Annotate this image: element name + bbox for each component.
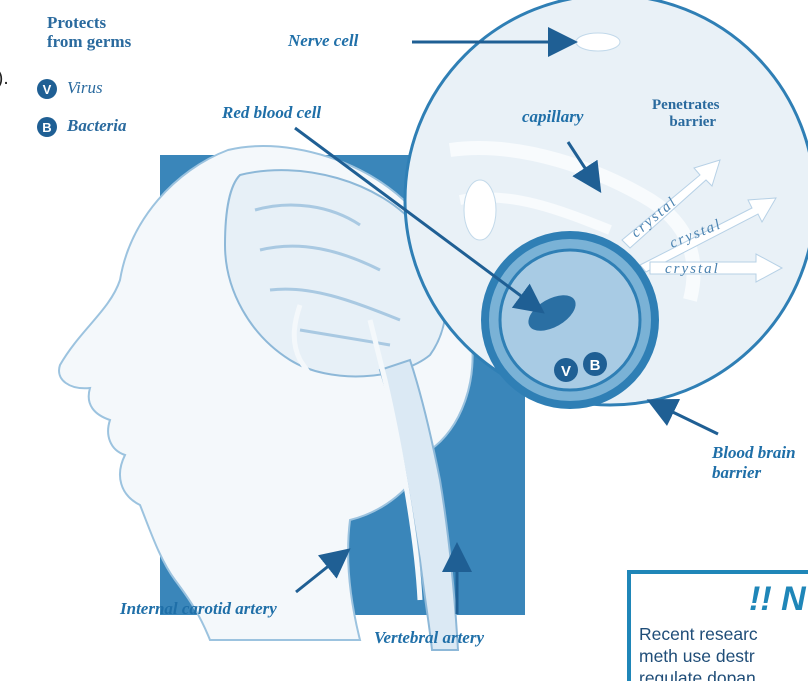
bacteria-badge-diagram: B (583, 352, 607, 376)
virus-icon: V (37, 79, 57, 99)
blood-brain-barrier-label-line1: Blood brain (712, 443, 796, 463)
capillary-label: capillary (522, 107, 583, 127)
bacteria-label: Bacteria (67, 116, 127, 136)
internal-carotid-label: Internal carotid artery (120, 599, 277, 619)
penetrates-line1: Penetrates (652, 97, 719, 113)
note-box: !! N Recent researc meth use destr regul… (627, 570, 808, 681)
nerve-cell-shape (576, 33, 620, 51)
svg-text:B: B (590, 357, 601, 374)
legend-heading-line2: from germs (47, 32, 131, 51)
svg-text:V: V (561, 363, 571, 380)
note-body: Recent researc meth use destr regulate d… (639, 623, 758, 681)
penetrates-barrier-label: Penetrates barrier (652, 97, 719, 131)
cropped-text-fragment: ). (0, 68, 9, 90)
svg-text:B: B (42, 120, 51, 135)
nerve-cell-label: Nerve cell (288, 31, 358, 51)
red-blood-cell-label: Red blood cell (222, 103, 321, 123)
note-line-1: Recent researc (639, 623, 758, 645)
virus-label: Virus (67, 78, 103, 98)
note-title: !! N (749, 580, 806, 619)
penetrates-line2: barrier (655, 114, 716, 130)
bacteria-icon: B (37, 117, 57, 137)
svg-text:V: V (43, 82, 52, 97)
legend-heading-line1: Protects (47, 13, 106, 32)
note-line-3: regulate dopan (639, 667, 758, 681)
note-line-2: meth use destr (639, 645, 758, 667)
vertebral-artery-label: Vertebral artery (374, 628, 484, 648)
virus-badge-diagram: V (554, 358, 578, 382)
blood-brain-barrier-label-line2: barrier (712, 463, 761, 483)
crystal-label-3: crystal (665, 261, 720, 277)
blood-brain-barrier-arrow (652, 402, 718, 434)
